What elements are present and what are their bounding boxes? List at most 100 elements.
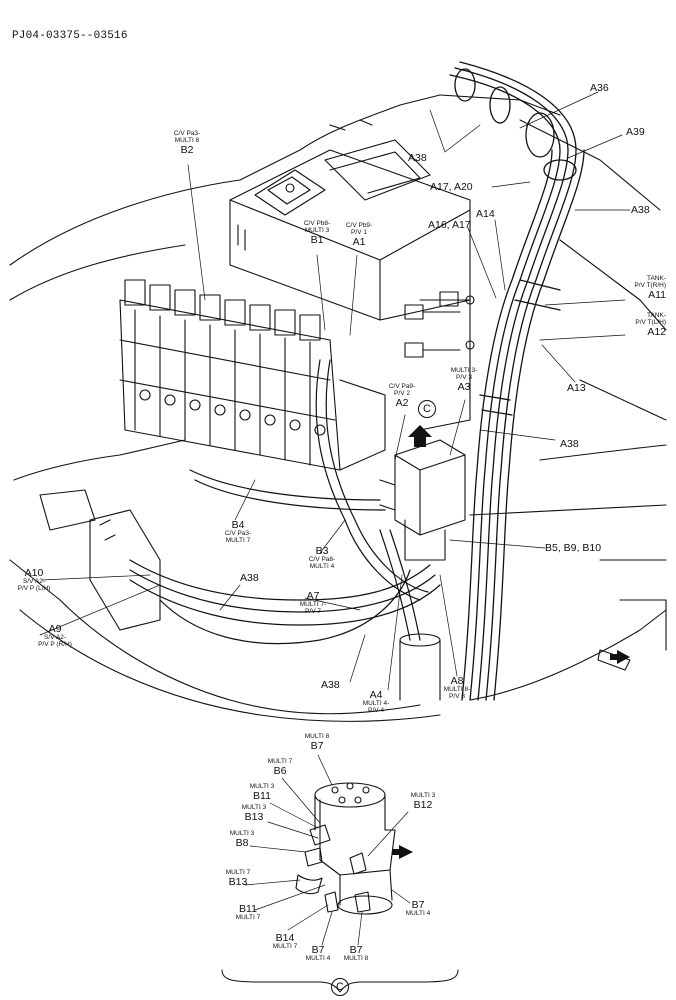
- a4-desc: MULTI 4- P/V 4: [362, 700, 390, 714]
- callout-b4: B4 C/V Pa3- MULTI 7: [214, 519, 262, 545]
- callout-a16-a17: A16, A17: [428, 219, 471, 231]
- b11-top-desc: MULTI 3: [249, 783, 275, 790]
- a1-id: A1: [352, 235, 366, 248]
- detail-callout-b12: MULTI 3 B12: [403, 792, 443, 811]
- callout-b3: B3 C/V Pa8- MULTI 4: [298, 545, 346, 571]
- tank-fittings: [404, 291, 475, 358]
- b6-desc: MULTI 7: [267, 758, 293, 765]
- b2-desc: C/V Pa3- MULTI 8: [173, 130, 201, 144]
- a2-desc: C/V Pa9- P/V 2: [388, 383, 416, 397]
- b12-id: B12: [413, 798, 433, 811]
- b3-desc: C/V Pa8- MULTI 4: [308, 556, 336, 570]
- a4-id: A4: [369, 689, 383, 701]
- b7-right-id: B7: [411, 899, 425, 911]
- b8-desc: MULTI 3: [229, 830, 255, 837]
- a7-desc: MULTI 7- P/V 7: [299, 601, 327, 615]
- callout-a8: A8 MULTI 8- P/V 8: [434, 675, 480, 701]
- detail-callout-b7-bl: B7 MULTI 4: [298, 944, 338, 963]
- b7-top-desc: MULTI 8: [304, 733, 330, 740]
- callout-a13: A13: [567, 382, 586, 394]
- callout-a12: TANK- P/V T(L/H) A12: [608, 312, 666, 338]
- a8-desc: MULTI 8- P/V 8: [443, 686, 471, 700]
- b14-id: B14: [275, 932, 295, 944]
- arrow-detail-c: [408, 425, 432, 447]
- detail-c-title-marker: C: [331, 978, 349, 996]
- b7-br-desc: MULTI 8: [343, 955, 369, 963]
- detail-direction-arrow: [392, 845, 413, 859]
- a11-desc: TANK- P/V T(R/H): [634, 275, 666, 289]
- detail-callout-b7-right: B7 MULTI 4: [398, 899, 438, 918]
- b4-id: B4: [231, 519, 245, 531]
- callout-a4: A4 MULTI 4- P/V 4: [352, 689, 400, 715]
- callout-a38-bottom: A38: [321, 679, 340, 691]
- detail-c-marker: C: [418, 400, 436, 418]
- detail-callout-b14: B14 MULTI 7: [265, 932, 305, 951]
- b11-bottom-id: B11: [239, 903, 257, 915]
- a10-desc: S/V A2- P/V P (L/H): [17, 578, 51, 592]
- control-valve-stack: [119, 279, 386, 471]
- detail-callout-b13-a: MULTI 3 B13: [234, 804, 274, 823]
- detail-callout-b11-bottom: B11 MULTI 7: [228, 903, 268, 922]
- b7-bl-desc: MULTI 4: [305, 955, 331, 963]
- hydraulic-tank: [229, 139, 471, 431]
- callout-a14: A14: [476, 208, 495, 220]
- callout-a7: A7 MULTI 7- P/V 7: [290, 590, 336, 616]
- b7-br-id: B7: [349, 944, 363, 956]
- b13-a-id: B13: [244, 810, 264, 823]
- detail-callout-b7-br: B7 MULTI 8: [336, 944, 376, 963]
- detail-callout-b8: MULTI 3 B8: [222, 830, 262, 849]
- callout-a36: A36: [590, 82, 609, 94]
- a1-desc: C/V Pb9- P/V 1: [345, 222, 373, 236]
- a10-id: A10: [24, 567, 44, 579]
- hose-bundle: [449, 61, 585, 701]
- callout-a39: A39: [626, 126, 645, 138]
- b2-id: B2: [180, 143, 194, 156]
- leader-lines: [39, 91, 631, 691]
- callout-a17-a20: A17, A20: [430, 181, 473, 193]
- callout-a10: A10 S/V A2- P/V P (L/H): [8, 567, 60, 593]
- b14-desc: MULTI 7: [272, 943, 298, 951]
- callout-b1: C/V Pb8- MULTI 3 B1: [294, 220, 340, 246]
- a11-id: A11: [648, 288, 666, 301]
- callout-a38-top: A38: [408, 152, 427, 164]
- callout-b2: C/V Pa3- MULTI 8 B2: [162, 130, 212, 156]
- b4-desc: C/V Pa3- MULTI 7: [224, 530, 252, 544]
- b1-id: B1: [310, 233, 324, 246]
- b11-bottom-desc: MULTI 7: [235, 914, 261, 922]
- b13-b-desc: MULTI 7: [225, 869, 251, 876]
- a12-id: A12: [647, 325, 666, 338]
- b6-id: B6: [273, 764, 287, 777]
- callout-a1: C/V Pb9- P/V 1 A1: [337, 222, 381, 248]
- b13-b-id: B13: [228, 875, 248, 888]
- a3-desc: MULTI 3- P/V 3: [450, 367, 478, 381]
- a12-desc: TANK- P/V T(L/H): [635, 312, 666, 326]
- frame-outline: [9, 94, 667, 722]
- detail-callout-b11-top: MULTI 3 B11: [242, 783, 282, 802]
- callout-a9: A9 S/V A2- P/V P (R/H): [26, 623, 84, 649]
- b11-top-id: B11: [253, 789, 271, 802]
- callout-b5-b9-b10: B5, B9, B10: [545, 542, 602, 554]
- b8-id: B8: [235, 836, 249, 849]
- b1-desc: C/V Pb8- MULTI 3: [303, 220, 331, 234]
- multi-control-valve: [379, 439, 466, 701]
- b13-a-desc: MULTI 3: [241, 804, 267, 811]
- detail-callout-b13-b: MULTI 7 B13: [218, 869, 258, 888]
- a3-id: A3: [457, 380, 471, 393]
- b7-bl-id: B7: [311, 944, 325, 956]
- a2-id: A2: [395, 396, 409, 409]
- document-code: PJ04-03375--03516: [12, 30, 128, 42]
- callout-a3: MULTI 3- P/V 3 A3: [442, 367, 486, 393]
- b7-right-desc: MULTI 4: [405, 910, 431, 918]
- callout-a11: TANK- P/V T(R/H) A11: [608, 275, 666, 301]
- callout-a2: C/V Pa9- P/V 2 A2: [380, 383, 424, 409]
- lower-left-bracket: [39, 489, 631, 671]
- a9-desc: S/V A2- P/V P (R/H): [38, 634, 72, 648]
- detail-callout-b6: MULTI 7 B6: [260, 758, 300, 777]
- callout-a38-mid: A38: [560, 438, 579, 450]
- b7-top-id: B7: [310, 739, 324, 752]
- b3-id: B3: [315, 545, 329, 557]
- callout-a38-right: A38: [631, 204, 650, 216]
- a7-id: A7: [306, 590, 320, 602]
